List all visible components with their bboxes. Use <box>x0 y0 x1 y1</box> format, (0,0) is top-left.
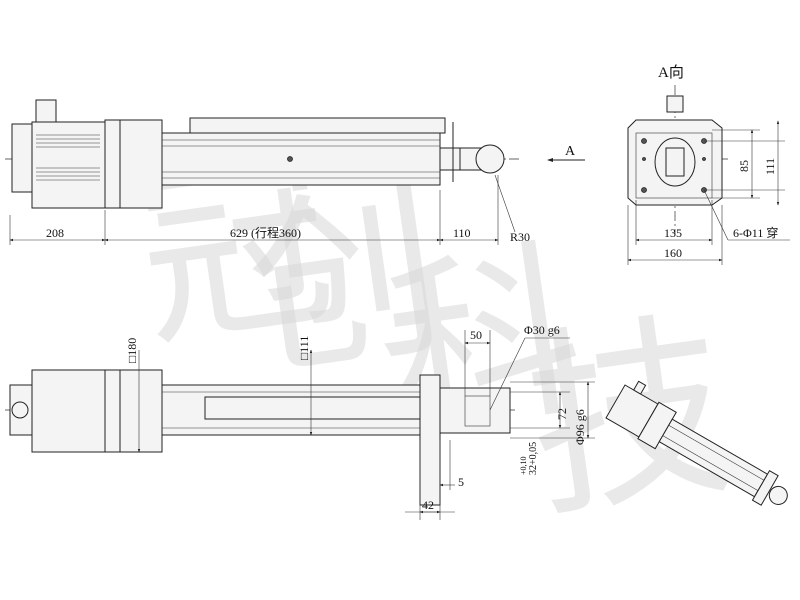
a-view-title: A向 <box>658 64 684 81</box>
connector <box>35 99 57 123</box>
dim-629: 629 (行程360) <box>230 225 301 240</box>
motor-body-top <box>31 369 106 453</box>
top-view: □180 □111 50 Φ30 g6 72 Φ96 g6 32+0,05 +0… <box>5 323 595 520</box>
push-rod <box>204 396 441 420</box>
dim-square-180: □180 <box>125 338 139 363</box>
dim-72: 72 <box>555 408 569 420</box>
guide-rail <box>189 117 446 134</box>
dim-160: 160 <box>664 246 682 260</box>
dim-square-111: □111 <box>297 336 311 360</box>
clevis <box>439 387 511 434</box>
view-arrow-label: A <box>565 144 576 159</box>
isometric-view <box>605 380 788 506</box>
dim-pin: Φ30 g6 <box>524 323 560 337</box>
dim-208: 208 <box>46 226 64 240</box>
mount-flange <box>419 374 441 506</box>
dim-111: 111 <box>763 158 777 175</box>
dim-holes: 6-Φ11 穿 <box>733 225 778 240</box>
motor-flange-top <box>104 369 163 453</box>
watermark-char-2: 创 <box>236 159 455 404</box>
dim-85: 85 <box>737 160 751 172</box>
dim-50: 50 <box>470 328 482 342</box>
dim-r30: R30 <box>510 230 530 244</box>
rod-eye <box>475 144 505 174</box>
dim-110: 110 <box>453 226 471 240</box>
dim-tolerance-base: 32+0,05 <box>528 442 539 475</box>
dim-5: 5 <box>458 475 464 489</box>
actuator-tube <box>161 132 441 186</box>
encoder-cap <box>11 123 33 193</box>
a-view-connector <box>666 95 684 113</box>
a-view: A向 85 111 135 160 6-Φ11 穿 <box>627 64 790 265</box>
motor-flange <box>104 119 163 209</box>
dim-tolerance-upper: +0,10 <box>519 456 528 475</box>
dim-96: Φ96 g6 <box>573 409 587 445</box>
dim-135: 135 <box>664 226 682 240</box>
front-view: 208 629 (行程360) 110 R30 A <box>5 99 585 245</box>
motor-body <box>31 121 106 209</box>
dim-42: 42 <box>422 498 434 512</box>
